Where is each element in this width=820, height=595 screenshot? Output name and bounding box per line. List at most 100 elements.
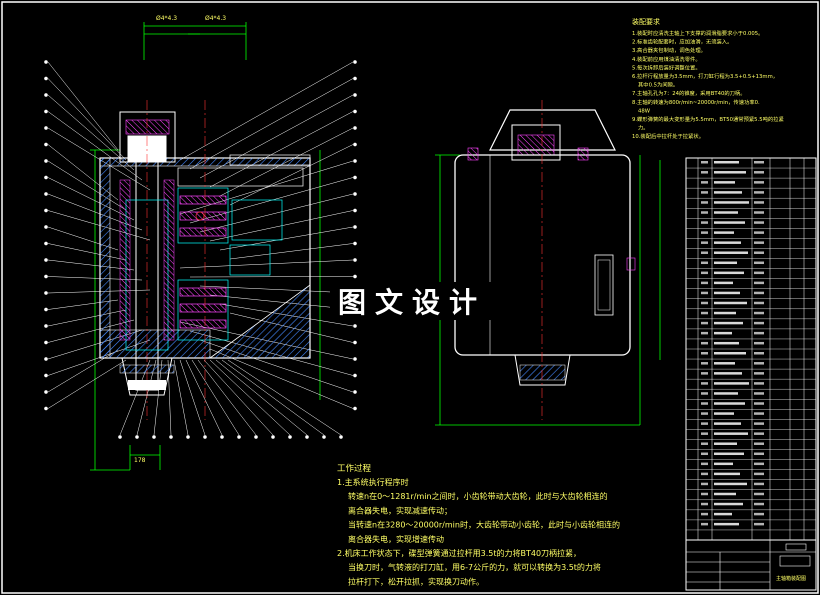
balloon-marker — [220, 435, 224, 439]
balloon-marker — [353, 390, 357, 394]
balloon-marker — [44, 142, 48, 147]
table-cell-mark — [754, 522, 764, 526]
spindle-nose — [514, 354, 571, 386]
table-cell-mark — [754, 422, 764, 425]
table-cell-mark — [754, 502, 764, 506]
leader-line — [209, 359, 291, 436]
draw-bar-cylinder — [119, 111, 176, 163]
balloon-marker — [44, 340, 48, 345]
table-cell-mark — [701, 261, 708, 265]
requirements-title: 装配要求 — [632, 17, 660, 26]
section-view-left: Ø4*4.3 Ø4*4.3 — [44, 15, 357, 471]
table-cell-mark — [754, 392, 764, 395]
leader-line — [47, 127, 151, 191]
balloon-marker — [353, 142, 357, 147]
leader-line — [199, 193, 354, 233]
balloon-marker — [44, 159, 48, 163]
table-cell-mark — [754, 241, 764, 244]
table-cell-mark — [714, 261, 737, 265]
balloon-marker — [353, 324, 357, 328]
table-cell-mark — [714, 251, 748, 254]
leader-line — [47, 243, 127, 261]
table-cell-mark — [714, 362, 735, 365]
leader-line — [173, 359, 189, 436]
leader-line — [179, 160, 354, 215]
table-cell-mark — [754, 261, 764, 265]
table-cell-mark — [701, 412, 708, 415]
watermark-background — [330, 282, 500, 320]
table-cell-mark — [714, 442, 737, 445]
table-cell-mark — [701, 452, 708, 456]
leader-line — [221, 359, 325, 436]
table-cell-mark — [701, 442, 708, 445]
balloon-marker — [353, 175, 357, 180]
exterior-view-right — [435, 100, 661, 426]
balloon-marker — [353, 60, 357, 64]
balloon-marker — [339, 435, 343, 439]
leader-line — [47, 61, 119, 151]
process-line: 转速n在0～1281r/min之间时，小齿轮带动大齿轮，此时与大齿轮相连的 — [348, 491, 608, 501]
table-cell-mark — [701, 251, 708, 254]
table-cell-mark — [754, 291, 764, 295]
dimension-top-right: Ø4*4.3 — [205, 15, 226, 22]
balloon-marker — [353, 258, 357, 262]
balloon-marker — [44, 390, 48, 394]
dimension-bottom: 178 — [134, 457, 146, 464]
table-cell-mark — [701, 382, 708, 385]
balloon-marker — [288, 435, 292, 439]
table-cell-mark — [701, 482, 708, 486]
leader-line — [215, 359, 308, 436]
table-cell-mark — [701, 291, 708, 295]
table-cell-mark — [754, 311, 764, 315]
balloon-marker — [135, 435, 139, 439]
table-cell-mark — [714, 221, 745, 224]
table-cell-mark — [701, 502, 708, 506]
balloon-marker — [353, 241, 357, 246]
table-cell-mark — [701, 221, 708, 224]
balloon-marker — [353, 109, 357, 114]
table-cell-mark — [714, 241, 741, 244]
table-cell-mark — [754, 161, 764, 164]
balloon-marker — [44, 241, 48, 246]
balloon-marker — [353, 126, 357, 130]
table-cell-mark — [714, 432, 748, 435]
table-cell-mark — [714, 281, 733, 285]
process-line: 当转速n在3280～20000r/min时，大齿轮带动小齿轮，此时与小齿轮相连的 — [348, 520, 620, 530]
table-cell-mark — [754, 352, 764, 355]
table-cell-mark — [754, 482, 764, 486]
table-cell-mark — [701, 472, 708, 476]
balloon-marker — [118, 435, 122, 439]
dimension-top-left: Ø4*4.3 — [156, 15, 177, 22]
table-cell-mark — [701, 241, 708, 244]
table-cell-mark — [714, 331, 732, 335]
table-cell-mark — [714, 522, 739, 526]
table-cell-mark — [701, 432, 708, 435]
table-cell-mark — [754, 362, 764, 365]
table-cell-mark — [714, 211, 738, 214]
balloon-marker — [186, 435, 190, 439]
table-cell-mark — [701, 191, 708, 194]
table-cell-mark — [714, 352, 746, 355]
table-cell-mark — [754, 492, 764, 496]
table-cell-mark — [714, 341, 739, 345]
requirement-item: 8.主轴的转速为800r/min~20000r/min，传速功率0. — [632, 98, 760, 106]
requirement-item: 9.蝶形弹簧的最大变形量为5.5mm，BT50通常预紧5.5吨的拉紧 — [632, 115, 784, 123]
process-line: 离合器失电，实现减速传动； — [348, 505, 452, 515]
table-cell-mark — [714, 161, 739, 164]
table-cell-mark — [714, 482, 747, 486]
table-cell-mark — [754, 251, 764, 254]
leader-line — [47, 177, 135, 221]
table-cell-mark — [754, 281, 764, 285]
title-block: 主轴箱装配图 — [685, 539, 817, 591]
process-line: 2.机床工作状态下，碟型弹簧通过拉杆用3.5t的力将BT40刀柄拉紧， — [337, 548, 581, 558]
requirement-item: 4.装配前应用煤油清洗零件。 — [632, 55, 701, 63]
table-cell-mark — [701, 181, 708, 184]
balloon-marker — [44, 208, 48, 213]
balloon-marker — [44, 93, 48, 97]
balloon-marker — [44, 324, 48, 328]
table-cell-mark — [701, 211, 708, 214]
process-title: 工作过程 — [337, 463, 372, 474]
balloon-marker — [44, 307, 48, 312]
leader-line — [203, 359, 274, 436]
table-cell-mark — [714, 181, 735, 184]
